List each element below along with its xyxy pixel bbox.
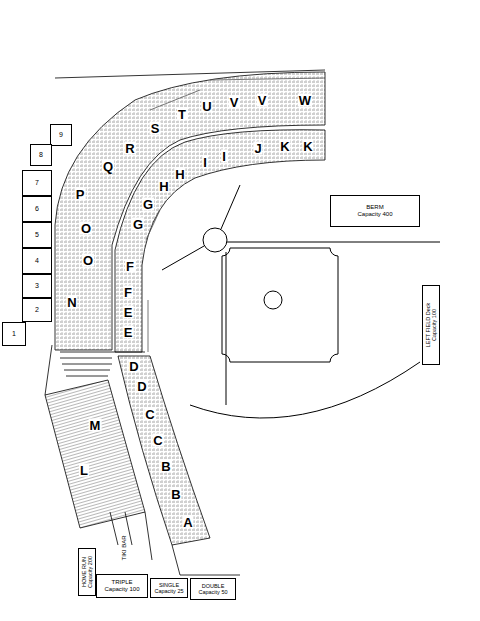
capacity-text: Capacity 50 xyxy=(198,589,227,595)
capacity-text: Capacity 100 xyxy=(431,309,437,341)
suite-box: 9 xyxy=(50,124,72,146)
lower-outer-seating xyxy=(45,380,145,528)
capacity-text: Capacity 25 xyxy=(154,588,183,594)
suite-box: 4 xyxy=(22,248,52,274)
section-letter: F xyxy=(125,260,135,273)
section-letter: G xyxy=(132,218,144,231)
section-letter: U xyxy=(201,100,212,113)
suite-box: 6 xyxy=(22,196,52,222)
area-box: DOUBLECapacity 50 xyxy=(190,578,236,600)
section-letter: A xyxy=(182,516,193,529)
aisle-line xyxy=(150,78,325,110)
section-letter: O xyxy=(82,254,94,267)
section-letter: C xyxy=(152,434,163,447)
area-name: 9 xyxy=(59,131,63,139)
field-lines xyxy=(162,185,440,418)
rotated-text-group: HOME RUNCapacity 200 xyxy=(81,556,94,588)
suite-box: 2 xyxy=(22,298,52,322)
upper-inner-seating xyxy=(115,130,325,352)
section-letter: Q xyxy=(102,160,114,173)
field-line xyxy=(162,246,204,270)
infield-diamond xyxy=(222,248,338,362)
area-box: HOME RUNCapacity 200 xyxy=(78,548,96,596)
area-name: BERM xyxy=(366,204,383,211)
suite-box: 5 xyxy=(22,222,52,248)
area-name: 4 xyxy=(35,257,39,265)
area-name: DOUBLE xyxy=(202,583,225,589)
upper-outer-seating xyxy=(55,72,325,350)
section-letter: B xyxy=(170,488,181,501)
section-letter: G xyxy=(142,198,154,211)
section-letter: F xyxy=(123,286,133,299)
field-line xyxy=(221,185,240,229)
area-box: BERMCapacity 400 xyxy=(330,195,420,227)
section-letter: B xyxy=(160,460,171,473)
section-letter: D xyxy=(128,360,139,373)
area-name: TRIPLE xyxy=(111,579,132,586)
lower-inner-seating xyxy=(118,356,210,545)
area-name: 5 xyxy=(35,231,39,239)
suite-box: 8 xyxy=(30,144,52,166)
home-circle xyxy=(203,228,227,252)
seating-sections xyxy=(45,70,325,575)
area-name: SINGLE xyxy=(159,582,179,588)
section-letter: M xyxy=(89,419,102,432)
section-letter: D xyxy=(136,380,147,393)
section-letter: C xyxy=(144,408,155,421)
section-letter: V xyxy=(257,94,268,107)
section-letter: K xyxy=(302,140,313,153)
area-name: HOME RUN xyxy=(81,557,87,587)
capacity-text: Capacity 200 xyxy=(87,556,93,588)
wall xyxy=(45,345,240,575)
area-name: LEFT FIELD Deck xyxy=(425,303,431,348)
area-box: TRIPLECapacity 100 xyxy=(96,574,148,598)
section-letter: I xyxy=(202,156,208,169)
section-letter: W xyxy=(298,94,312,107)
section-letter: V xyxy=(229,96,240,109)
section-letter: R xyxy=(124,142,135,155)
section-letter: S xyxy=(150,122,161,135)
section-letter: T xyxy=(177,108,187,121)
area-box: SINGLECapacity 25 xyxy=(150,578,188,598)
section-letter: E xyxy=(123,306,134,319)
section-letter: K xyxy=(279,140,290,153)
area-name: 1 xyxy=(12,330,16,338)
section-letter: J xyxy=(253,142,262,155)
section-letter: L xyxy=(79,464,89,477)
section-letter: I xyxy=(221,150,227,163)
area-name: 7 xyxy=(35,179,39,187)
area-box: LEFT FIELD DeckCapacity 100 xyxy=(422,285,440,365)
suite-box: 3 xyxy=(22,274,52,298)
area-name: 2 xyxy=(35,306,39,314)
suite-box: 7 xyxy=(22,170,52,196)
area-name: 6 xyxy=(35,205,39,213)
section-letter: N xyxy=(66,296,77,309)
area-name: 3 xyxy=(35,282,39,290)
wall xyxy=(55,70,325,78)
rail xyxy=(146,210,160,352)
section-letter: H xyxy=(174,168,185,181)
foul-line xyxy=(227,242,440,243)
section-letter: O xyxy=(80,222,92,235)
outfield-arc xyxy=(190,362,420,418)
section-letter: E xyxy=(123,326,134,339)
rotated-text-group: LEFT FIELD DeckCapacity 100 xyxy=(425,303,438,348)
suite-box: 1 xyxy=(2,322,26,346)
area-name: 8 xyxy=(39,151,43,159)
capacity-text: Capacity 400 xyxy=(357,211,392,218)
pitchers-mound xyxy=(264,291,282,309)
stairs xyxy=(60,352,145,376)
venue-label: TIKI BAR xyxy=(121,534,127,561)
foul-line xyxy=(226,252,227,405)
section-letter: P xyxy=(75,188,86,201)
section-letter: H xyxy=(158,180,169,193)
capacity-text: Capacity 100 xyxy=(104,586,139,593)
